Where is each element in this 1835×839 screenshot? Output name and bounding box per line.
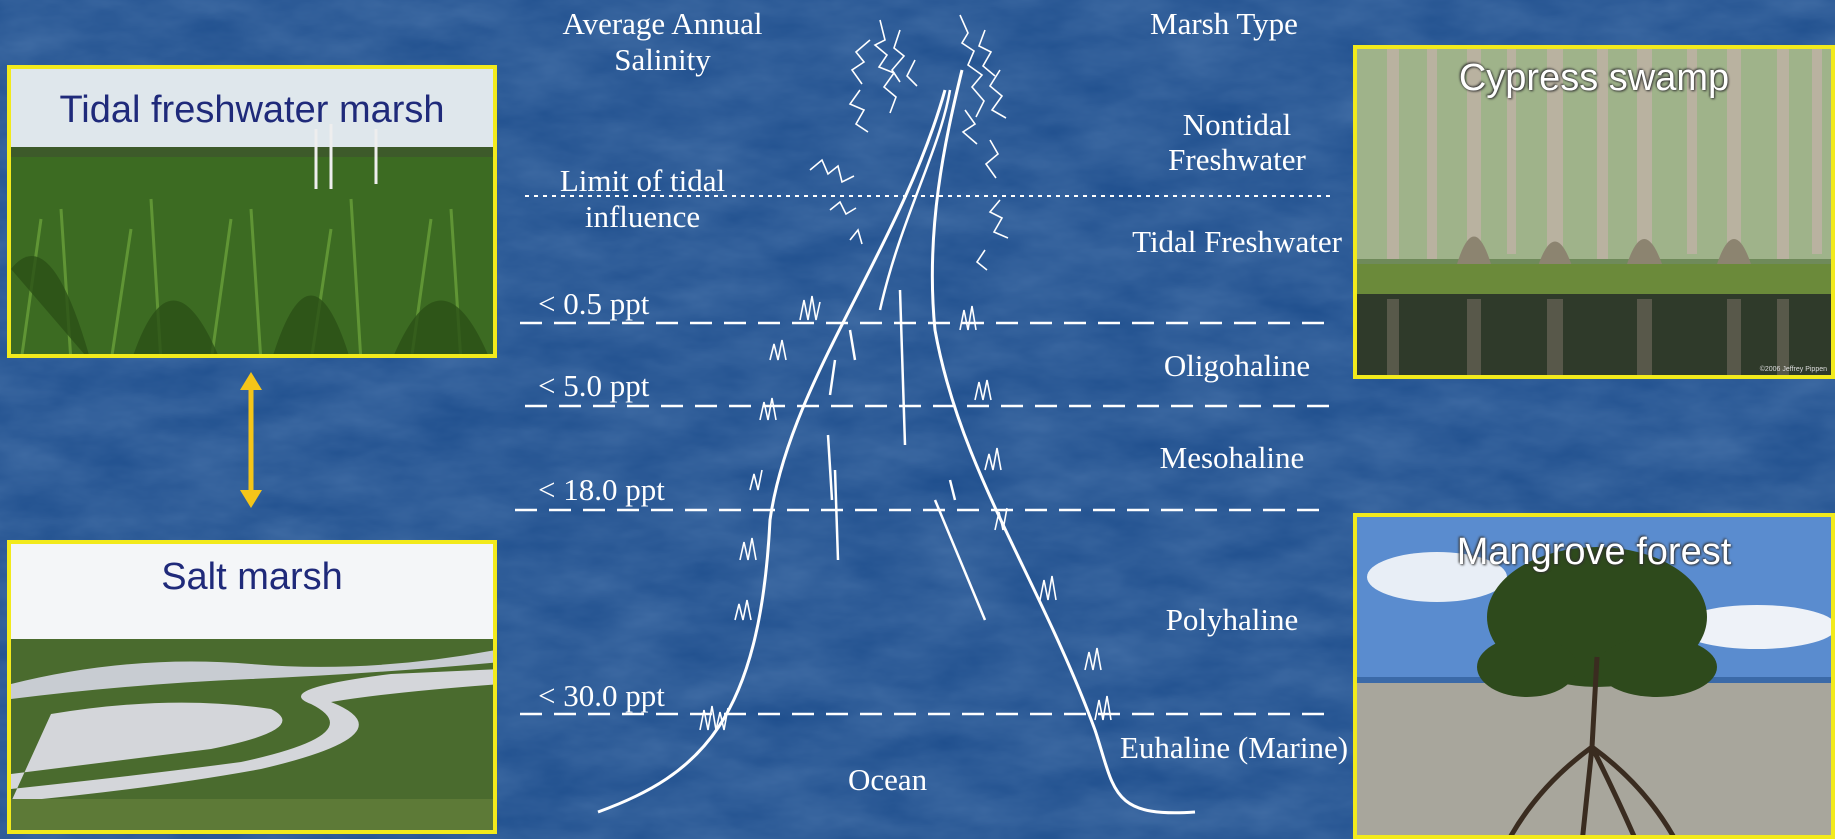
salinity-label: < 0.5 ppt	[538, 286, 649, 322]
salinity-label: < 18.0 ppt	[538, 472, 665, 508]
salinity-label: < 30.0 ppt	[538, 678, 665, 714]
marsh-type-header: Marsh Type	[1150, 6, 1298, 42]
limit-of-tidal-influence-label: Limit of tidal influence	[535, 163, 750, 235]
estuary-channel	[880, 90, 950, 310]
salinity-label: < 5.0 ppt	[538, 368, 649, 404]
marsh-type-label: Euhaline (Marine)	[1114, 730, 1354, 765]
salinity-header: Average Annual Salinity	[525, 6, 800, 78]
marsh-type-label: Polyhaline	[1112, 602, 1352, 637]
marsh-type-label: Oligohaline	[1117, 348, 1357, 383]
marsh-type-label: Tidal Freshwater	[1117, 224, 1357, 259]
marsh-type-label: Nontidal Freshwater	[1117, 107, 1357, 177]
ocean-label: Ocean	[848, 762, 927, 798]
marsh-type-label: Mesohaline	[1112, 440, 1352, 475]
